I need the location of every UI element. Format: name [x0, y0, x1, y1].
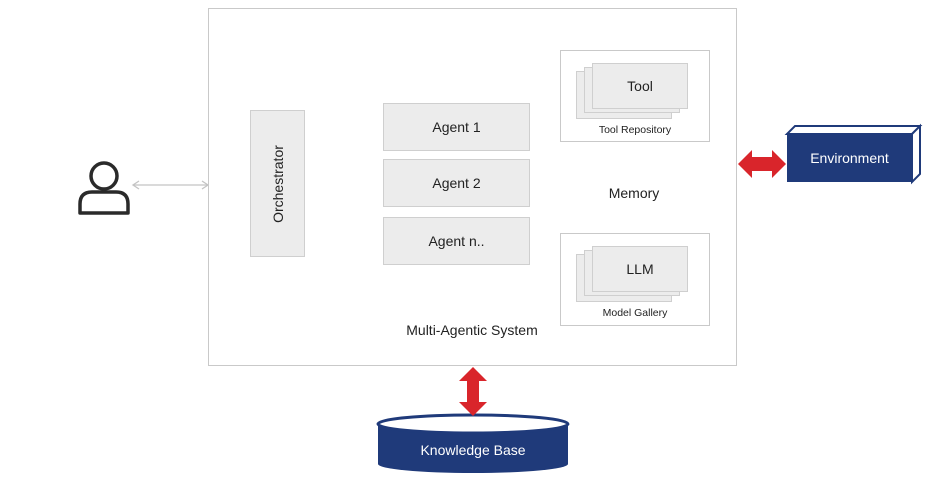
- user-icon: [78, 161, 130, 215]
- agent-1-box[interactable]: Agent 1: [383, 103, 530, 151]
- knowledge-base-label[interactable]: Knowledge Base: [420, 442, 526, 458]
- tool-card[interactable]: Tool: [592, 63, 688, 109]
- environment-label: Environment: [810, 150, 889, 166]
- system-label: Multi-Agentic System: [406, 322, 538, 338]
- llm-label: LLM: [626, 261, 654, 277]
- system-environment-arrow: [738, 150, 786, 178]
- environment-box[interactable]: Environment: [787, 134, 912, 182]
- tool-label: Tool: [627, 78, 653, 94]
- user-system-connector: [131, 180, 210, 190]
- orchestrator-label: Orchestrator: [269, 144, 286, 223]
- orchestrator-box[interactable]: Orchestrator: [250, 110, 305, 257]
- llm-card[interactable]: LLM: [592, 246, 688, 292]
- agent-label: Agent n..: [428, 233, 485, 249]
- agent-label: Agent 2: [432, 175, 481, 191]
- memory-label: Memory: [608, 185, 660, 201]
- agent-label: Agent 1: [432, 119, 481, 135]
- model-gallery-label: Model Gallery: [602, 307, 668, 319]
- tool-repository-label: Tool Repository: [598, 124, 672, 136]
- agent-n-box[interactable]: Agent n..: [383, 217, 530, 265]
- agent-2-box[interactable]: Agent 2: [383, 159, 530, 207]
- system-knowledge-arrow: [459, 367, 487, 416]
